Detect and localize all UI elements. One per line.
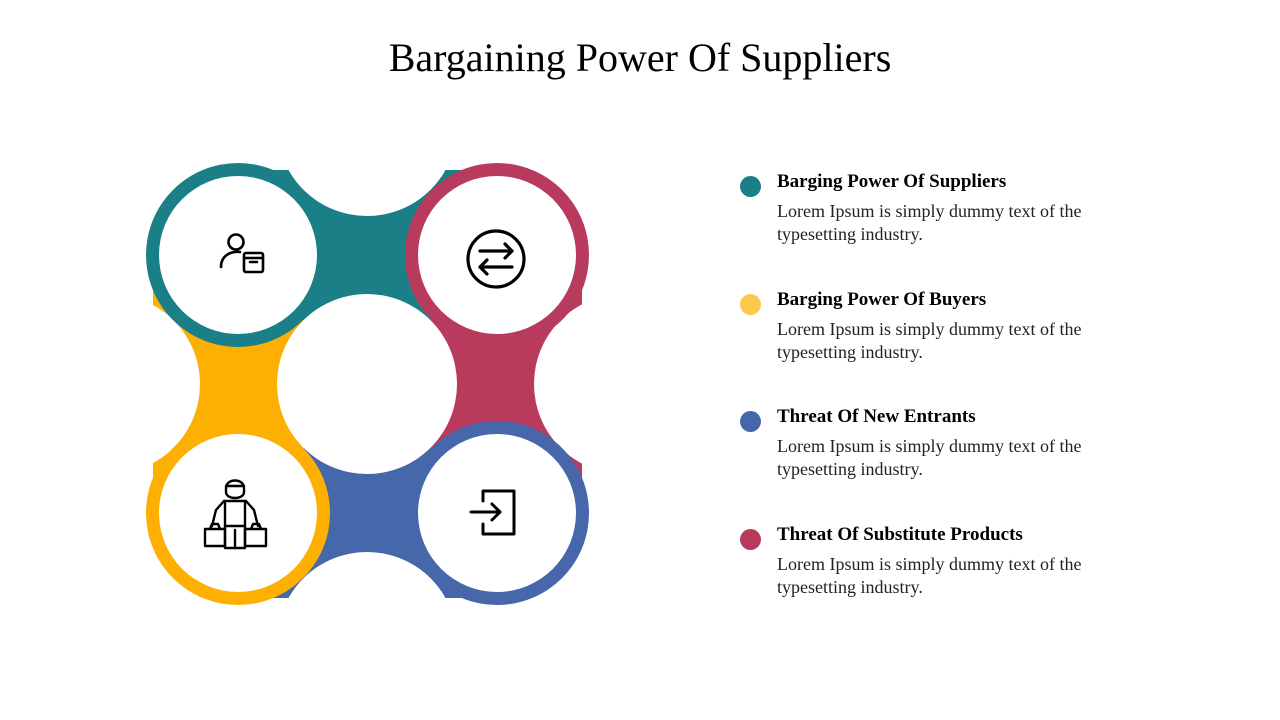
legend-description: Lorem Ipsum is simply dummy text of the … bbox=[777, 436, 1082, 479]
legend-heading: Threat Of Substitute Products bbox=[777, 523, 1023, 545]
legend-heading: Threat Of New Entrants bbox=[777, 406, 976, 427]
legend-heading: Barging Power Of Buyers bbox=[777, 288, 987, 310]
legend-dot-teal bbox=[740, 176, 761, 197]
node-bottom-right bbox=[405, 421, 589, 605]
sign-in-entry-icon bbox=[469, 489, 516, 536]
porter-forces-diagram bbox=[146, 163, 589, 605]
supplier-with-box-icon bbox=[219, 233, 265, 274]
legend-item-new-entrants: Threat Of New Entrants Lorem Ipsum is si… bbox=[740, 405, 1160, 523]
node-top-right bbox=[405, 163, 589, 347]
legend-description: Lorem Ipsum is simply dummy text of the … bbox=[777, 201, 1082, 244]
slide-title: Bargaining Power Of Suppliers bbox=[388, 35, 892, 80]
exchange-arrows-icon bbox=[466, 229, 526, 289]
node-top-left bbox=[146, 163, 330, 347]
legend-heading: Barging Power Of Suppliers bbox=[777, 171, 1007, 192]
legend-dot-crimson bbox=[740, 528, 761, 550]
legend-item-suppliers: Barging Power Of Suppliers Lorem Ipsum i… bbox=[740, 170, 1160, 288]
legend-dot-blue bbox=[740, 411, 761, 432]
legend-list: Barging Power Of Suppliers Lorem Ipsum i… bbox=[740, 170, 1160, 640]
legend-item-substitutes: Threat Of Substitute Products Lorem Ipsu… bbox=[740, 523, 1160, 641]
legend-description: Lorem Ipsum is simply dummy text of the … bbox=[777, 553, 1082, 597]
legend-description: Lorem Ipsum is simply dummy text of the … bbox=[777, 318, 1082, 362]
node-bottom-left bbox=[146, 421, 330, 605]
legend-item-buyers: Barging Power Of Buyers Lorem Ipsum is s… bbox=[740, 288, 1160, 406]
buyer-with-bags-icon bbox=[203, 479, 268, 550]
legend-dot-yellow bbox=[740, 293, 761, 315]
